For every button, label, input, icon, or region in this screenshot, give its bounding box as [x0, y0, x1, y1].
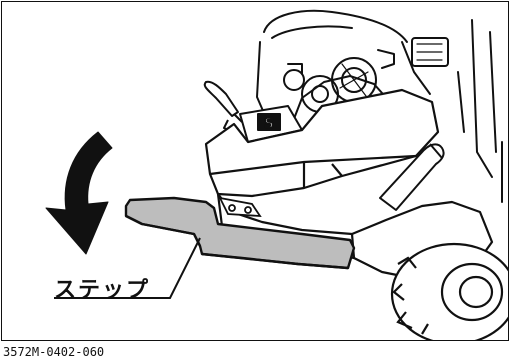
- engine-assembly: [256, 9, 503, 203]
- illustration-frame: S: [1, 1, 509, 341]
- throttle-lever: [203, 80, 243, 123]
- rotation-arrow-icon: [45, 131, 113, 255]
- front-wheel: [390, 242, 508, 340]
- tractor-step-illustration: S: [45, 9, 508, 340]
- figure-code: 3572M-0402-060: [3, 345, 105, 359]
- step-bracket: [218, 196, 262, 218]
- handle-bar: [379, 143, 445, 211]
- main-body: [204, 88, 440, 198]
- callout-leader: [54, 237, 201, 299]
- step-plate: [124, 196, 356, 270]
- step-callout-label: ステップ: [54, 278, 151, 303]
- svg-text:S: S: [264, 116, 274, 132]
